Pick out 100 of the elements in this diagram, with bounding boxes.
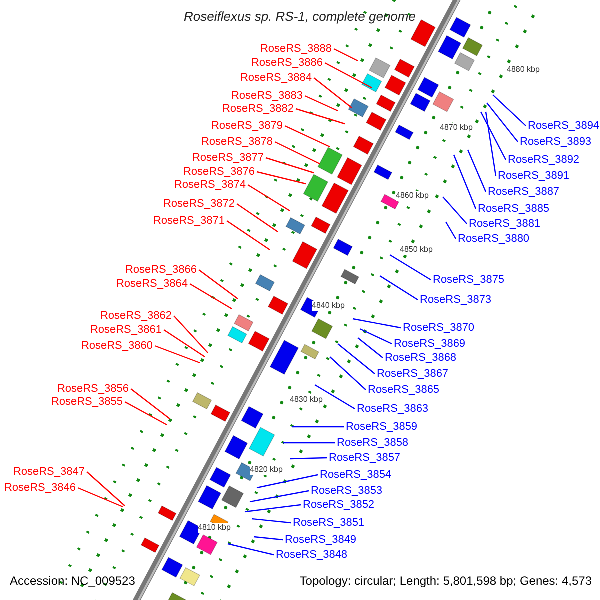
gene-label: RoseRS_3876: [183, 166, 255, 178]
scale-label: 4860 kbp: [396, 191, 429, 201]
gene-label: RoseRS_3863: [357, 402, 429, 416]
leader-line: [296, 108, 346, 125]
leader-line: [467, 150, 487, 192]
leader-line: [174, 316, 208, 354]
leader-line: [304, 95, 338, 112]
leader-line: [78, 487, 124, 508]
gene-label: RoseRS_3867: [377, 368, 449, 380]
gene-label: RoseRS_3853: [311, 484, 383, 498]
gene-label: RoseRS_3893: [520, 136, 592, 148]
gene-label: RoseRS_3877: [192, 152, 264, 164]
gene-label: RoseRS_3868: [385, 352, 457, 364]
gene-label: RoseRS_3859: [346, 420, 418, 434]
gene-label: RoseRS_3851: [293, 516, 365, 530]
gene-label: RoseRS_3888: [260, 42, 332, 56]
leader-line: [453, 154, 477, 210]
gene-label: RoseRS_3885: [478, 202, 550, 216]
gene-label: RoseRS_3882: [222, 102, 294, 116]
gene-label: RoseRS_3854: [320, 468, 392, 482]
gene-label: RoseRS_3887: [488, 186, 560, 198]
leader-line: [283, 442, 335, 444]
scale-label: 4850 kbp: [400, 245, 433, 255]
leader-line: [248, 184, 290, 212]
leader-line: [330, 356, 366, 390]
scale-label: 4810 kbp: [198, 523, 231, 533]
gene-label: RoseRS_3872: [163, 198, 235, 210]
leader-line: [256, 474, 318, 489]
leader-line: [86, 472, 126, 506]
gene-label: RoseRS_3862: [100, 310, 172, 322]
leader-line: [236, 204, 278, 232]
scale-label: 4840 kbp: [312, 301, 345, 311]
leader-line: [254, 536, 284, 541]
scale-label: 4880 kbp: [507, 65, 540, 75]
gene-label: RoseRS_3870: [403, 322, 475, 334]
leader-line: [256, 171, 306, 185]
accession-text: Accession: NC_009523: [10, 575, 136, 588]
gene-label: RoseRS_3883: [231, 90, 303, 102]
gene-label: RoseRS_3874: [174, 178, 246, 192]
leader-line: [190, 283, 232, 310]
leader-line: [486, 102, 518, 142]
gene-label: RoseRS_3852: [303, 498, 375, 512]
gene-label: RoseRS_3892: [508, 154, 580, 166]
leader-line: [492, 94, 526, 126]
leader-line: [380, 276, 418, 300]
gene-label: RoseRS_3873: [420, 294, 492, 306]
leader-line: [124, 401, 168, 426]
gene-label: RoseRS_3857: [329, 452, 401, 464]
leader-line: [324, 62, 372, 89]
gene-label: RoseRS_3875: [433, 274, 505, 286]
leader-line: [485, 112, 497, 176]
gene-label: RoseRS_3881: [469, 218, 541, 230]
leader-line: [480, 112, 507, 160]
leader-line: [274, 141, 320, 165]
gene-label: RoseRS_3861: [90, 324, 162, 336]
leader-line: [252, 518, 292, 524]
leader-line: [360, 328, 392, 345]
gene-label: RoseRS_3864: [116, 278, 188, 290]
leader-line: [290, 457, 328, 460]
leader-line: [352, 318, 402, 329]
gene-label: RoseRS_3855: [51, 396, 123, 408]
gene-label: RoseRS_3856: [57, 382, 129, 396]
leader-line: [226, 220, 270, 250]
scale-label: 4820 kbp: [250, 465, 283, 475]
leader-line: [314, 384, 356, 410]
leader-line: [334, 48, 358, 62]
leader-line: [228, 543, 274, 556]
gene-label: RoseRS_3886: [251, 56, 323, 70]
gene-label: RoseRS_3846: [4, 482, 76, 494]
gene-label: RoseRS_3880: [458, 232, 530, 246]
leader-line: [250, 490, 310, 503]
gene-label: RoseRS_3866: [125, 264, 197, 276]
leader-line: [390, 254, 432, 281]
scale-label: 4870 kbp: [440, 123, 473, 133]
leader-line: [338, 344, 376, 374]
gene-label: RoseRS_3848: [276, 548, 348, 562]
leader-line: [442, 196, 468, 224]
gene-label: RoseRS_3878: [201, 136, 273, 148]
leader-line: [130, 388, 170, 420]
leader-line: [314, 78, 352, 108]
leader-line: [198, 270, 238, 300]
leader-line: [244, 504, 302, 513]
gene-label: RoseRS_3865: [368, 384, 440, 396]
gene-label: RoseRS_3847: [13, 466, 85, 478]
leader-line: [284, 125, 330, 148]
gene-label: RoseRS_3849: [285, 534, 357, 546]
leader-line: [266, 157, 314, 174]
gene-label: RoseRS_3860: [81, 340, 153, 352]
leader-line: [164, 330, 206, 358]
gene-label: RoseRS_3871: [153, 214, 225, 228]
gene-label: RoseRS_3879: [211, 120, 283, 132]
gene-label: RoseRS_3858: [337, 436, 409, 450]
gene-label: RoseRS_3884: [240, 72, 312, 84]
gene-label: RoseRS_3891: [498, 170, 570, 182]
genome-info-text: Topology: circular; Length: 5,801,598 bp; Genes: 4,573: [300, 575, 592, 588]
gene-label: RoseRS_3869: [394, 338, 466, 350]
gene-label: RoseRS_3894: [528, 120, 600, 132]
title: Roseiflexus sp. RS-1, complete genome: [183, 10, 417, 23]
leader-line: [445, 222, 457, 240]
scale-label: 4830 kbp: [290, 395, 323, 405]
